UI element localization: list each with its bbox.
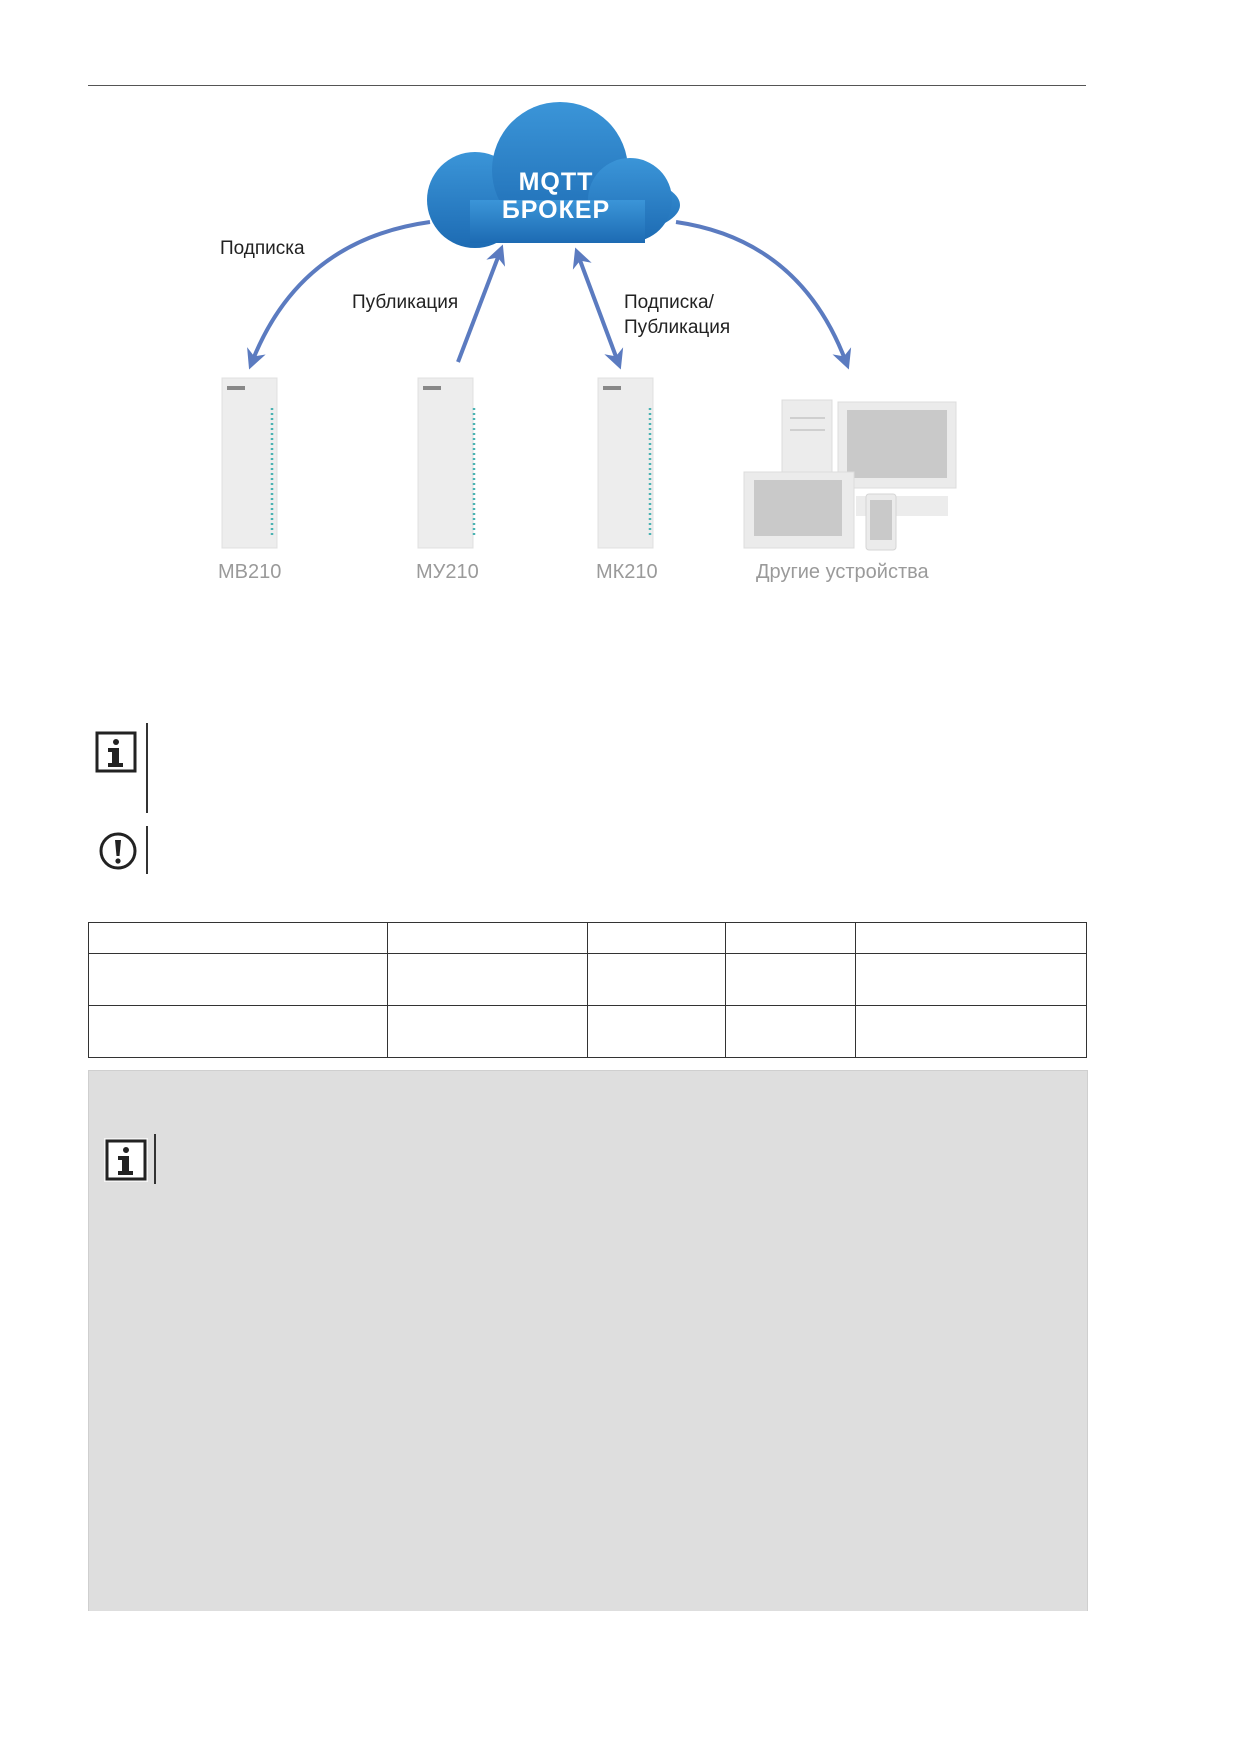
info-icon (94, 730, 138, 779)
parameters-table (88, 922, 1087, 1058)
label-subscribe: Подписка (220, 238, 305, 259)
exclamation-icon (98, 831, 138, 876)
info-note-bar (146, 723, 148, 813)
header-rule (88, 85, 1086, 86)
warning-note-bar (146, 826, 148, 874)
table-cell (587, 953, 726, 1006)
table-header-row (88, 922, 1087, 954)
diagram-graphics: MQTT БРОКЕР (221, 102, 957, 551)
table-cell (88, 953, 388, 1006)
table-cell (387, 1005, 588, 1058)
device-label-mu210: МУ210 (416, 561, 479, 583)
table-cell (855, 953, 1087, 1006)
table-cell (88, 922, 388, 954)
grey-code-panel (88, 1070, 1088, 1611)
table-cell (587, 922, 726, 954)
cloud-line2: БРОКЕР (502, 196, 610, 224)
sub-pub-arrow (572, 247, 624, 370)
module-mk210 (597, 377, 654, 549)
label-sub-pub-2: Публикация (624, 317, 731, 338)
table-cell (855, 922, 1087, 954)
module-mv210 (221, 377, 278, 549)
mqtt-diagram: MQTT БРОКЕР (0, 0, 1239, 640)
publish-arrow (456, 244, 506, 363)
table-cell (88, 1005, 388, 1058)
table-cell (725, 953, 856, 1006)
device-label-other: Другие устройства (756, 561, 929, 583)
table-row (88, 953, 1087, 1006)
panel-note-bar (154, 1134, 156, 1184)
table-cell (387, 953, 588, 1006)
label-sub-pub-1: Подписка/ (624, 292, 714, 313)
mqtt-broker-cloud: MQTT БРОКЕР (427, 102, 680, 248)
other-devices-icon (743, 399, 957, 551)
cloud-line1: MQTT (519, 168, 594, 196)
table-cell (725, 1005, 856, 1058)
table-cell (855, 1005, 1087, 1058)
table-cell (587, 1005, 726, 1058)
subscribe-arrow (247, 220, 431, 370)
module-mu210 (417, 377, 476, 549)
table-row (88, 1005, 1087, 1058)
table-cell (387, 922, 588, 954)
label-publish: Публикация (352, 292, 459, 313)
device-label-mv210: МВ210 (218, 561, 282, 583)
table-cell (725, 922, 856, 954)
info-icon (102, 1136, 150, 1189)
device-label-mk210: МК210 (596, 561, 658, 583)
other-devices-arrow (675, 220, 852, 370)
